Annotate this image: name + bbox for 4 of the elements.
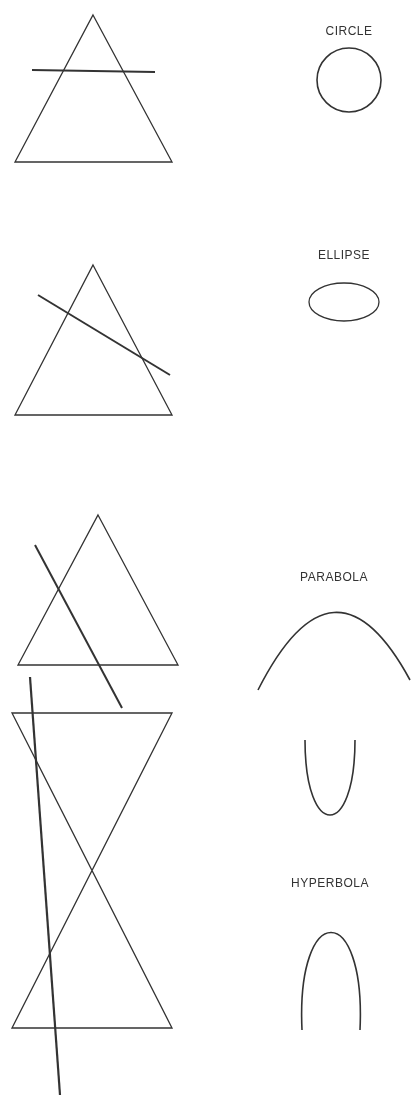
curve-name-label: CIRCLE (325, 24, 373, 38)
curve-name-label: HYPERBOLA (291, 876, 369, 890)
curve-name-label: PARABOLA (300, 570, 368, 584)
curve-name-label: ELLIPSE (317, 248, 371, 262)
